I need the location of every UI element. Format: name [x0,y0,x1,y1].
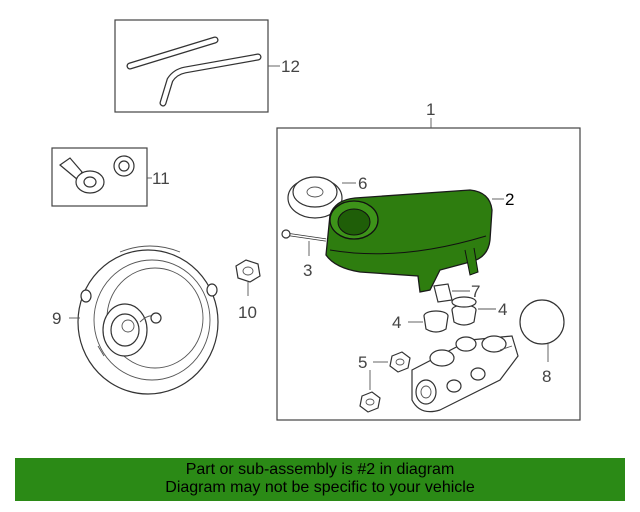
check-valve-group-11[interactable]: 11 [51,147,170,207]
nut-5[interactable]: 5 [358,351,411,413]
callout-6: 6 [358,174,367,193]
grommet-4b[interactable]: 4 [392,310,449,333]
retaining-pin-3[interactable]: 3 [281,229,327,280]
callout-5: 5 [358,353,367,372]
seal-7[interactable]: 7 [433,282,480,303]
callout-7: 7 [471,282,480,301]
callout-4a: 4 [498,300,507,319]
master-cylinder-body[interactable] [411,335,519,413]
brake-fluid-reservoir-2[interactable]: 2 [325,189,514,293]
grommet-4a[interactable]: 4 [451,296,507,326]
callout-12: 12 [281,57,300,76]
callout-3: 3 [303,261,312,280]
gasket-8[interactable]: 8 [519,299,565,386]
callout-11: 11 [152,169,170,188]
callout-10: 10 [238,303,257,322]
hose-group-12[interactable]: 12 [114,19,300,113]
info-banner: Part or sub-assembly is #2 in diagram Di… [15,458,625,501]
callout-2: 2 [505,190,514,209]
callout-1: 1 [426,100,435,119]
brake-booster-9[interactable]: 9 [52,245,219,395]
mounting-nut-10[interactable]: 10 [235,259,261,322]
callout-4b: 4 [392,313,401,332]
callout-9: 9 [52,309,61,328]
master-cylinder-box [276,127,581,421]
info-line-part: Part or sub-assembly is #2 in diagram [185,461,455,478]
reservoir-cap-6[interactable]: 6 [287,174,367,219]
info-line-disclaimer: Diagram may not be specific to your vehi… [165,479,475,496]
callout-8: 8 [542,367,551,386]
